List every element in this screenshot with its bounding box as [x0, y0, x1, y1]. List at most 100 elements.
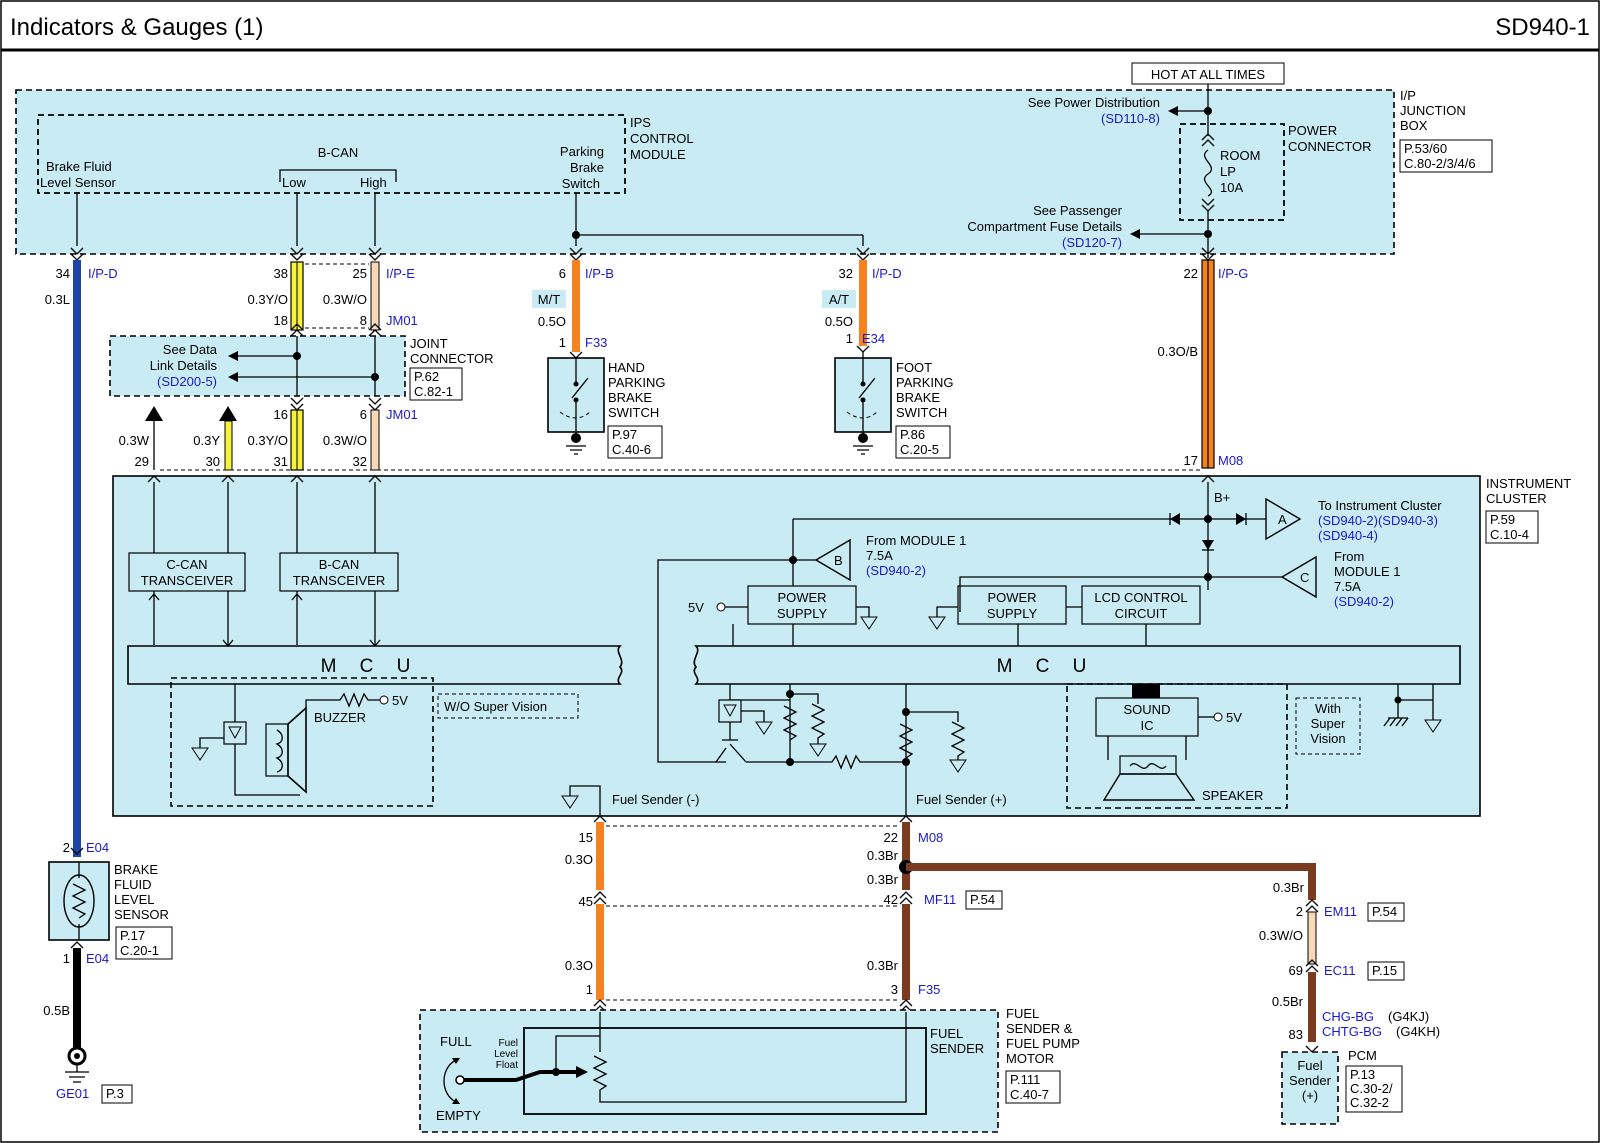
conn-jm01-top: JM01: [386, 313, 418, 328]
ips-control-module: [37, 114, 626, 194]
brake-fluid-sensor-label: Brake Fluid: [46, 159, 112, 174]
wire-03wo-3: 0.3W/O: [1259, 928, 1303, 943]
conn-f35: F35: [918, 982, 940, 997]
joint-connector: [109, 335, 406, 397]
pin-30: 30: [206, 454, 220, 469]
bfls-conn: C.20-1: [120, 943, 159, 958]
chg-engine: (G4KJ): [1388, 1009, 1429, 1024]
wire-03l: 0.3L: [45, 292, 70, 307]
at-label: A/T: [829, 292, 849, 307]
pin-29: 29: [135, 454, 149, 469]
wire-05br: 0.5Br: [1272, 994, 1304, 1009]
pcm-fuel-sender: [1281, 1051, 1339, 1125]
wire-05o-at: 0.5O: [825, 314, 853, 329]
ip-jb-conn: C.80-2/3/4/6: [1404, 156, 1476, 171]
wire-03br-4: 0.3Br: [1273, 880, 1305, 895]
mcu-right: [693, 645, 1461, 685]
fuse-room-lp: ROOM: [1220, 148, 1260, 163]
pin-1-e04: 1: [63, 951, 70, 966]
parking-brake-label-3: Switch: [562, 176, 600, 191]
pin-32: 32: [839, 266, 853, 281]
foot-switch-conn: C.20-5: [900, 442, 939, 457]
b-can-label: B-CAN: [319, 557, 359, 572]
fuel-float-2: Level: [494, 1049, 518, 1060]
power-supply-1-label: POWER: [777, 590, 826, 605]
foot-switch-label-4: SWITCH: [896, 405, 947, 420]
wire-03o-2: 0.3O: [565, 958, 593, 973]
see-passenger-ref: (SD120-7): [1062, 235, 1122, 250]
conn-m08-bot: M08: [918, 830, 943, 845]
c-can-label-2: TRANSCEIVER: [141, 573, 233, 588]
wire-03br-1: 0.3Br: [867, 848, 899, 863]
pin-6: 6: [559, 266, 566, 281]
mcu-left: [127, 645, 623, 685]
foot-switch-label: FOOT: [896, 360, 932, 375]
page-title: Indicators & Gauges (1): [10, 14, 263, 41]
to-ic-ref1: (SD940-2)(SD940-3): [1318, 513, 1438, 528]
chtg-engine: (G4KH): [1396, 1024, 1440, 1039]
pcm-fs: Fuel: [1297, 1058, 1322, 1073]
see-data-link-2: Link Details: [150, 358, 218, 373]
see-passenger: See Passenger: [1033, 203, 1123, 218]
cluster-page: P.59: [1490, 512, 1515, 527]
pin-45: 45: [579, 894, 593, 909]
ec11-page: P.15: [1372, 963, 1397, 978]
joint-conn: C.82-1: [414, 384, 453, 399]
pin-38: 38: [274, 266, 288, 281]
pin-2-e04: 2: [63, 840, 70, 855]
fuel-sender: [523, 1027, 927, 1115]
power-connector-box: [1179, 123, 1285, 221]
pin-22-m08: 22: [884, 830, 898, 845]
em11-page: P.54: [1372, 904, 1397, 919]
fsfp-label-2: SENDER &: [1006, 1021, 1073, 1036]
pin-1-f33: 1: [559, 335, 566, 350]
lcd-label: LCD CONTROL: [1094, 590, 1187, 605]
conn-ipd-2: I/P-D: [872, 266, 902, 281]
conn-ec11: EC11: [1324, 963, 1356, 978]
wire-05o-mt: 0.5O: [538, 314, 566, 329]
power-connector-label-2: CONNECTOR: [1288, 139, 1372, 154]
tri-c: C: [1300, 570, 1309, 585]
to-ic: To Instrument Cluster: [1318, 498, 1442, 513]
pin-83: 83: [1289, 1027, 1303, 1042]
see-passenger-2: Compartment Fuse Details: [967, 219, 1122, 234]
buzzer-zone: [170, 677, 434, 807]
fuel-float-3: Float: [496, 1060, 518, 1071]
ip-jb-label: I/P: [1400, 88, 1416, 103]
conn-f33: F33: [585, 335, 607, 350]
wire-03wo: 0.3W/O: [323, 292, 367, 307]
ips-label: IPS: [630, 115, 651, 130]
speaker-label: SPEAKER: [1202, 788, 1263, 803]
power-supply-1: [747, 585, 857, 625]
pcm-fs-3: (+): [1302, 1088, 1318, 1103]
wire-03w: 0.3W: [119, 433, 150, 448]
b-can-transceiver: [279, 552, 399, 592]
hand-switch-label-3: BRAKE: [608, 390, 652, 405]
hand-switch-label: HAND: [608, 360, 645, 375]
pin-15: 15: [579, 830, 593, 845]
tri-b: B: [834, 553, 843, 568]
fsfp-label: FUEL: [1006, 1006, 1039, 1021]
pcm-label: PCM: [1348, 1048, 1377, 1063]
to-ic-ref2: (SD940-4): [1318, 528, 1378, 543]
pin-1-f35: 1: [586, 982, 593, 997]
wire-03y: 0.3Y: [193, 433, 220, 448]
wire-03yo: 0.3Y/O: [248, 292, 288, 307]
joint-label: JOINT: [410, 336, 448, 351]
pin-34: 34: [56, 266, 70, 281]
with-sv-3: Vision: [1310, 731, 1345, 746]
pin-16: 16: [274, 407, 288, 422]
brake-fluid-sensor-label-2: Level Sensor: [40, 175, 117, 190]
bfls-label-2: FLUID: [114, 877, 152, 892]
pin-1-e34: 1: [846, 331, 853, 346]
wire-03br-3: 0.3Br: [867, 958, 899, 973]
see-power-ref: (SD110-8): [1101, 111, 1160, 126]
bcan-high: High: [360, 175, 387, 190]
pin-22-ipg: 22: [1184, 266, 1198, 281]
conn-e04-top: E04: [86, 840, 109, 855]
joint-page: P.62: [414, 369, 439, 384]
tri-a: A: [1278, 512, 1287, 527]
from-module-c-ref: (SD940-2): [1334, 594, 1394, 609]
pin-42: 42: [884, 892, 898, 907]
